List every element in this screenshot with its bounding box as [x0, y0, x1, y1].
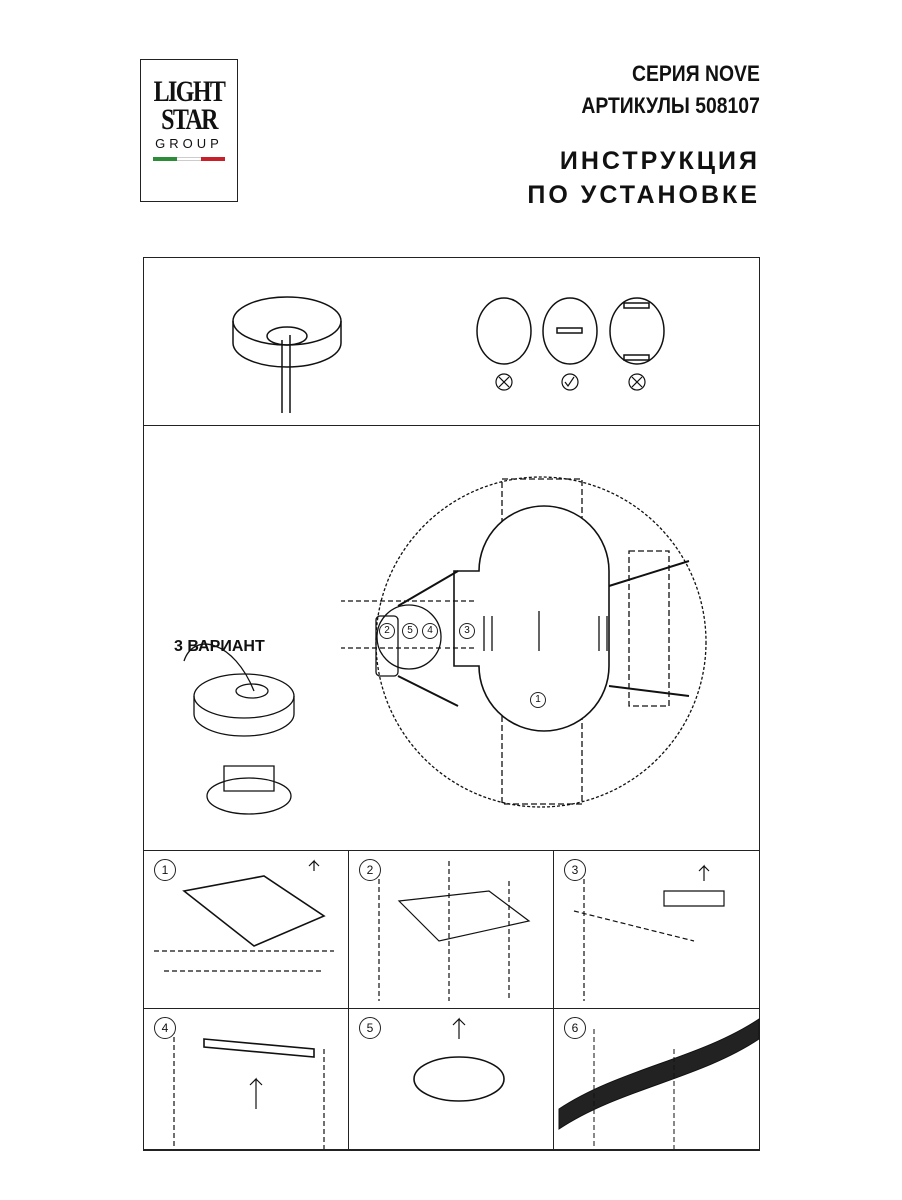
- step-number-6: 6: [564, 1017, 586, 1039]
- step-3: 3: [553, 850, 760, 1009]
- cross-circle-icon: [628, 373, 646, 391]
- series-label: СЕРИЯ NOVE: [632, 61, 760, 86]
- articles-label: АРТИКУЛЫ 508107: [581, 93, 760, 118]
- callout-4: 4: [422, 623, 438, 639]
- logo-line1: LIGHT: [153, 75, 226, 108]
- callout-3: 3: [459, 623, 475, 639]
- logo-line2: STAR: [161, 103, 218, 136]
- document-title: ИНСТРУКЦИЯ ПО УСТАНОВКЕ: [527, 144, 760, 212]
- top-panel: [143, 257, 760, 426]
- variant-label: 3 ВАРИАНТ: [174, 638, 265, 655]
- callout-2: 2: [379, 623, 395, 639]
- title-line2: ПО УСТАНОВКЕ: [527, 181, 760, 209]
- step-number-5: 5: [359, 1017, 381, 1039]
- step-2: 2: [348, 850, 554, 1009]
- canopy-illustration: [232, 296, 665, 413]
- instruction-frame: 3 ВАРИАНТ 1 2 5 4 3: [143, 257, 760, 1151]
- logo-line3: GROUP: [155, 136, 223, 151]
- step-number-4: 4: [154, 1017, 176, 1039]
- middle-panel: 3 ВАРИАНТ 1 2 5 4 3: [143, 425, 760, 851]
- step-5: 5: [348, 1008, 554, 1151]
- step-4: 4: [143, 1008, 349, 1151]
- cross-circle-icon: [495, 373, 513, 391]
- header-series-block: СЕРИЯ NOVE АРТИКУЛЫ 508107: [581, 58, 760, 122]
- check-circle-icon: [561, 373, 579, 391]
- callout-5: 5: [402, 623, 418, 639]
- step-number-2: 2: [359, 859, 381, 881]
- mounting-plate-diagram: [183, 476, 707, 815]
- title-line1: ИНСТРУКЦИЯ: [559, 147, 760, 175]
- callout-1: 1: [530, 692, 546, 708]
- lightstar-logo: LIGHT STAR GROUP: [140, 59, 238, 202]
- step-number-1: 1: [154, 859, 176, 881]
- italian-flag-stripe: [153, 157, 225, 161]
- step-number-3: 3: [564, 859, 586, 881]
- step-6: 6: [553, 1008, 760, 1151]
- step-1: 1: [143, 850, 349, 1009]
